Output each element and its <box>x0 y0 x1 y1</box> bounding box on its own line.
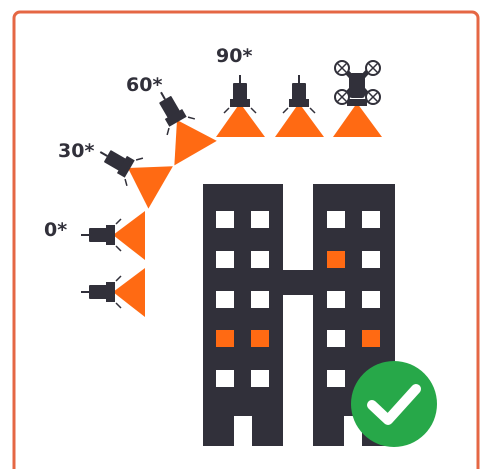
drone-icon <box>333 61 382 137</box>
spotlight-icon <box>88 131 173 208</box>
spotlight-icon <box>81 268 145 317</box>
spotlight-icon <box>275 75 324 137</box>
angle-label-30: 30* <box>58 140 94 162</box>
spotlight-icon <box>81 211 145 260</box>
check-circle-icon <box>351 361 437 447</box>
angle-label-0: 0* <box>44 219 67 241</box>
spotlight-icon <box>216 75 265 137</box>
angle-label-60: 60* <box>126 74 162 96</box>
angle-label-90: 90* <box>216 45 252 67</box>
